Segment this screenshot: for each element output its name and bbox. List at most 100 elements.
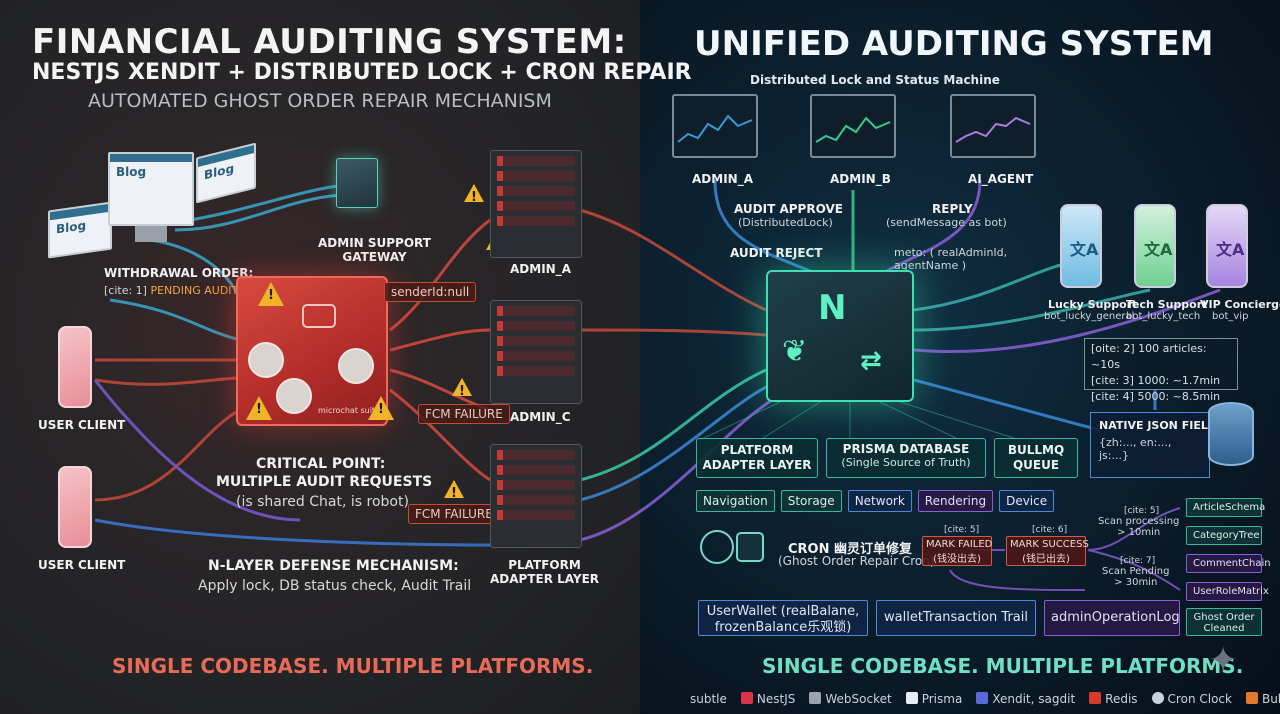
blog-monitor-1: Blog	[48, 201, 112, 259]
n-layer-label: N-LAYER DEFENSE MECHANISM:	[208, 558, 459, 574]
cite-3: [cite: 3] 1000: ~1.7min	[1091, 374, 1221, 387]
warning-glyph: !	[451, 486, 457, 501]
prisma-icon	[905, 692, 918, 704]
legend-cron-label: Cron Clock	[1167, 692, 1232, 706]
left-footer: SINGLE CODEBASE. MULTIPLE PLATFORMS.	[112, 654, 594, 678]
warning-icon: !	[464, 184, 484, 205]
cite-7: [cite: 7]	[1120, 556, 1156, 566]
shared-chat-label: (is shared Chat, is robot)	[236, 494, 409, 510]
monitor-stand	[135, 226, 167, 242]
admin-a-monitor	[672, 94, 758, 158]
fcm-failure-pill-1: FCM FAILURE	[418, 404, 510, 424]
avatar-2	[276, 378, 312, 414]
translate-icon: 文A	[1144, 240, 1173, 259]
platform-adapter-label-left: PLATFORM ADAPTER LAYER	[490, 558, 600, 586]
robot-icon	[736, 532, 764, 562]
send-message-label: (sendMessage as bot)	[886, 216, 1007, 229]
admin-c-panel	[490, 300, 582, 404]
bullmq-box: BULLMQ QUEUE	[994, 438, 1078, 478]
prisma-label: PRISMA DATABASE	[842, 442, 970, 456]
translate-icon: 文A	[1216, 240, 1245, 259]
admin-log-box: adminOperationLog	[1044, 600, 1180, 636]
warning-glyph: !	[268, 288, 274, 303]
gateway-server-icon	[336, 158, 378, 208]
ai-agent-monitor	[950, 94, 1036, 158]
cite-2: [oite: 2] 100 articles: ~10s	[1091, 342, 1207, 371]
adapter-tags: Navigation Storage Network Rendering Dev…	[696, 490, 1055, 512]
vip-concierge-phone: 文A	[1206, 204, 1248, 288]
user-client-phone-2	[58, 466, 92, 548]
native-json-box: NATIVE JSON FIELD {zh:..., en:..., js:..…	[1090, 412, 1217, 478]
legend-xendit-label: Xendit, sagdit	[992, 692, 1076, 706]
xendit-icon	[976, 692, 989, 704]
cube-text: microchat suite	[318, 406, 380, 415]
admin-a-label-right: ADMIN_A	[692, 172, 753, 186]
legend-redis: Redis	[1089, 692, 1138, 706]
mark-failed-cite: [cite: 5]	[944, 525, 980, 535]
tech-legend: subtle NestJS WebSocket Prisma Xendit, s…	[690, 692, 1280, 706]
warning-icon: !	[246, 396, 272, 420]
user-client-label-2: USER CLIENT	[38, 558, 126, 572]
nestjs-logo-icon: N	[818, 288, 847, 328]
websocket-icon	[809, 692, 822, 704]
cite-1: [cite: 1]	[104, 284, 147, 297]
tag-navigation: Navigation	[696, 490, 775, 512]
warning-icon: !	[368, 396, 394, 420]
multiple-audit-label: MULTIPLE AUDIT REQUESTS	[216, 474, 433, 490]
clock-icon	[700, 530, 734, 564]
tag-storage: Storage	[780, 490, 842, 512]
mark-success-box: MARK SUCCESS (钱已出去)	[1006, 536, 1089, 566]
ghost-order-cleaned: Ghost Order Cleaned	[1186, 608, 1262, 636]
cron-title: CRON 幽灵订单修复	[788, 542, 913, 557]
n-layer-desc: Apply lock, DB status check, Audit Trail	[198, 578, 472, 594]
blog-monitor-2: Blog	[108, 152, 194, 226]
bullmq-icon	[1245, 692, 1258, 704]
tech-support-bot: bot_lucky_tech	[1126, 311, 1201, 322]
legend-prisma: Prisma	[905, 692, 962, 706]
audit-approve-label: AUDIT APPROVE	[734, 202, 843, 216]
sparkle-icon: ✦	[1208, 640, 1239, 681]
reply-label: REPLY	[932, 202, 973, 216]
legend-websocket: WebSocket	[809, 692, 892, 706]
ai-agent-label: AI_AGENT	[968, 172, 1034, 186]
admin-a-label-left: ADMIN_A	[510, 262, 571, 276]
tech-support-label: Tech Support	[1126, 298, 1208, 311]
legend-nestjs: NestJS	[740, 692, 795, 706]
audit-reject-label: AUDIT REJECT	[730, 246, 823, 260]
tag-rendering: Rendering	[917, 490, 994, 512]
tag-device: Device	[999, 490, 1055, 512]
database-icon	[1208, 402, 1254, 466]
withdrawal-label: WITHDRAWAL ORDER:	[104, 266, 254, 280]
arrows-icon: ⇄	[860, 346, 882, 376]
left-tagline: AUTOMATED GHOST ORDER REPAIR MECHANISM	[88, 90, 552, 112]
schema-category: CategoryTree	[1186, 526, 1262, 545]
right-title: UNIFIED AUDITING SYSTEM	[694, 24, 1214, 64]
wallet-trail-box: walletTransaction Trail	[876, 600, 1036, 636]
left-title: FINANCIAL AUDITING SYSTEM:	[32, 22, 627, 62]
user-wallet-box: UserWallet (realBalane, frozenBalance乐观锁…	[698, 600, 868, 636]
platform-adapter-box: PLATFORM ADAPTER LAYER	[696, 438, 818, 478]
legend-xendit: Xendit, sagdit	[976, 692, 1075, 706]
admin-support-gateway-label: ADMIN SUPPORT GATEWAY	[318, 236, 431, 264]
vip-concierge-label: VIP Concierge	[1200, 298, 1280, 311]
right-subtitle: Distributed Lock and Status Machine	[750, 73, 1000, 87]
right-footer: SINGLE CODEBASE. MULTIPLE PLATFORMS.	[762, 654, 1244, 678]
pending-audit: PENDING AUDIT	[150, 284, 239, 297]
avatar-3	[338, 348, 374, 384]
cite-4: [cite: 4] 5000: ~8.5min	[1091, 390, 1221, 403]
nestjs-icon	[740, 692, 753, 704]
lucky-support-phone: 文A	[1060, 204, 1102, 288]
warning-glyph: !	[256, 402, 262, 417]
warning-glyph: !	[459, 384, 465, 399]
scan-pending: Scan Pending > 30min	[1102, 566, 1170, 588]
legend-bullmq: BullMQ	[1245, 692, 1280, 706]
legend-bullmq-label: BullMQ	[1261, 692, 1280, 706]
warning-icon: !	[444, 480, 464, 501]
legend-redis-label: Redis	[1105, 692, 1138, 706]
vip-concierge-bot: bot_vip	[1212, 311, 1249, 322]
meta-label: meto: ( realAdminId, agentName )	[894, 246, 1008, 272]
user-client-phone-1	[58, 326, 92, 408]
admin-c-label: ADMIN_C	[510, 410, 571, 424]
scan-processing: Scan processing > 10min	[1098, 516, 1180, 538]
cron-sub: (Ghost Order Repair Cron)	[778, 554, 935, 568]
